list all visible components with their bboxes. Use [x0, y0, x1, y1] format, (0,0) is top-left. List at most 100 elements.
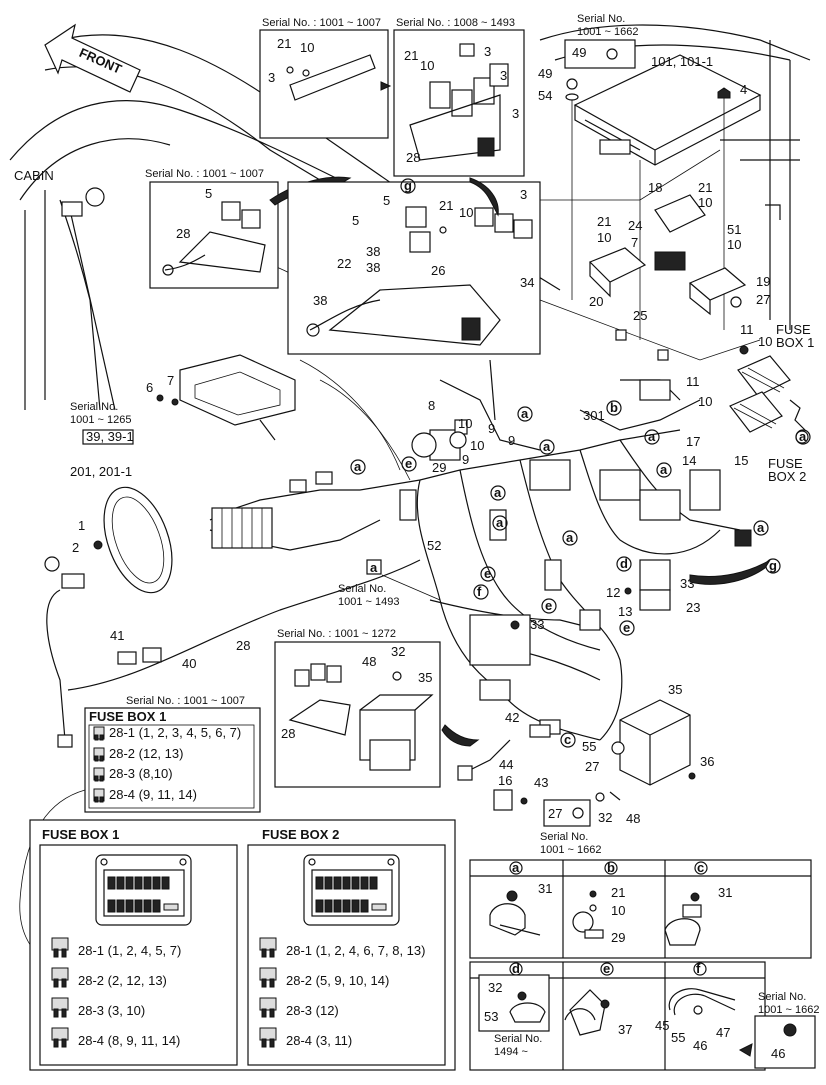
fuse-1-item-4: 28-4 (8, 9, 11, 14): [78, 1033, 180, 1048]
fuse-icon: [259, 967, 277, 988]
fuse-early-item-2: 28-2 (12, 13): [109, 746, 183, 761]
fuse-2-item-1: 28-1 (1, 2, 4, 6, 7, 8, 13): [286, 943, 425, 958]
fuse-early-item-4: 28-4 (9, 11, 14): [109, 787, 197, 802]
svg-text:3: 3: [484, 44, 491, 59]
detail-grid: a 31 b 21 10 29 c 31 d 32: [469, 859, 819, 1071]
arrow-icon: [469, 177, 499, 217]
relay-group-icon: [286, 54, 376, 101]
svg-text:10: 10: [727, 237, 741, 252]
svg-text:a: a: [660, 462, 668, 477]
svg-text:301: 301: [583, 408, 605, 423]
fuse-2-item-4: 28-4 (3, 11): [286, 1033, 352, 1048]
svg-text:8: 8: [428, 398, 435, 413]
svg-text:e: e: [545, 598, 552, 613]
svg-text:5: 5: [383, 193, 390, 208]
svg-text:55: 55: [671, 1030, 685, 1045]
svg-text:49: 49: [538, 66, 552, 81]
svg-text:6: 6: [146, 380, 153, 395]
svg-text:18: 18: [648, 180, 662, 195]
part-39-label: 39, 39-1: [86, 429, 134, 444]
svg-text:22: 22: [337, 256, 351, 271]
svg-text:35: 35: [668, 682, 682, 697]
svg-text:36: 36: [700, 754, 714, 769]
harness-letter-markers: a a b a a a a e a a e e d e f c a a g a: [350, 400, 811, 748]
svg-text:a: a: [521, 406, 529, 421]
svg-text:10: 10: [597, 230, 611, 245]
svg-text:14: 14: [682, 453, 696, 468]
fuse-1-item-2: 28-2 (2, 12, 13): [78, 973, 167, 988]
svg-text:47: 47: [716, 1025, 730, 1040]
svg-text:32: 32: [598, 810, 612, 825]
svg-text:10: 10: [698, 195, 712, 210]
svg-text:a: a: [757, 520, 765, 535]
detail-a: a 31: [489, 860, 552, 936]
detail-right-46: Serial No.1001 ~ 1662 46: [738, 991, 819, 1069]
svg-text:3: 3: [520, 187, 527, 202]
svg-text:e: e: [405, 456, 412, 471]
svg-text:31: 31: [538, 881, 552, 896]
svg-text:f: f: [477, 584, 482, 599]
svg-text:19: 19: [756, 274, 770, 289]
svg-text:10: 10: [459, 205, 473, 220]
svg-text:40: 40: [182, 656, 196, 671]
svg-text:25: 25: [633, 308, 647, 323]
svg-text:a: a: [566, 530, 574, 545]
svg-text:f: f: [696, 961, 701, 976]
svg-text:d: d: [512, 961, 520, 976]
svg-text:11: 11: [686, 374, 700, 389]
svg-text:48: 48: [362, 654, 376, 669]
fuse-icon: [51, 997, 69, 1018]
fuse-icon: [93, 788, 105, 803]
fuse-icon: [51, 967, 69, 988]
svg-text:32: 32: [391, 644, 405, 659]
svg-text:21: 21: [404, 48, 418, 63]
svg-text:13: 13: [618, 604, 632, 619]
svg-text:3: 3: [512, 106, 519, 121]
fuse-box-1-graphic: [95, 854, 192, 926]
svg-text:28: 28: [236, 638, 250, 653]
serial-label: Serial No.1001 ~ 1662: [540, 831, 601, 856]
part-101-label: 101, 101-1: [651, 54, 713, 69]
svg-text:21: 21: [439, 198, 453, 213]
svg-text:48: 48: [626, 811, 640, 826]
serial-label: Serial No. : 1001 ~ 1007: [126, 695, 245, 707]
svg-text:52: 52: [427, 538, 441, 553]
serial-label: Serial No. : 1001 ~ 1007: [145, 168, 264, 180]
fuse-box-2-title: FUSE BOX 2: [262, 827, 339, 842]
fuse-box-early-panel: Serial No. : 1001 ~ 1007 FUSE BOX 1 28-1…: [19, 695, 261, 966]
svg-text:a: a: [494, 485, 502, 500]
detail-e: e 37: [564, 961, 632, 1037]
svg-text:38: 38: [313, 293, 327, 308]
svg-text:43: 43: [534, 775, 548, 790]
svg-text:41: 41: [110, 628, 124, 643]
svg-text:e: e: [484, 566, 491, 581]
serial-label: Serial No. : 1008 ~ 1493: [396, 17, 515, 29]
svg-text:21: 21: [277, 36, 291, 51]
svg-text:32: 32: [488, 980, 502, 995]
svg-text:26: 26: [431, 263, 445, 278]
svg-text:38: 38: [366, 244, 380, 259]
svg-text:28: 28: [176, 226, 190, 241]
svg-text:46: 46: [693, 1038, 707, 1053]
svg-text:35: 35: [418, 670, 432, 685]
svg-text:46: 46: [771, 1046, 785, 1061]
svg-text:a: a: [543, 439, 551, 454]
svg-text:a: a: [512, 860, 520, 875]
svg-text:27: 27: [585, 759, 599, 774]
fuse-icon: [93, 767, 105, 782]
inset-relay-mid-1001-1007: Serial No. : 1001 ~ 1007 528: [145, 168, 279, 289]
svg-text:27: 27: [756, 292, 770, 307]
svg-text:15: 15: [734, 453, 748, 468]
svg-text:45: 45: [655, 1018, 669, 1033]
fuse-box-2-graphic: [303, 854, 400, 926]
svg-text:21: 21: [698, 180, 712, 195]
